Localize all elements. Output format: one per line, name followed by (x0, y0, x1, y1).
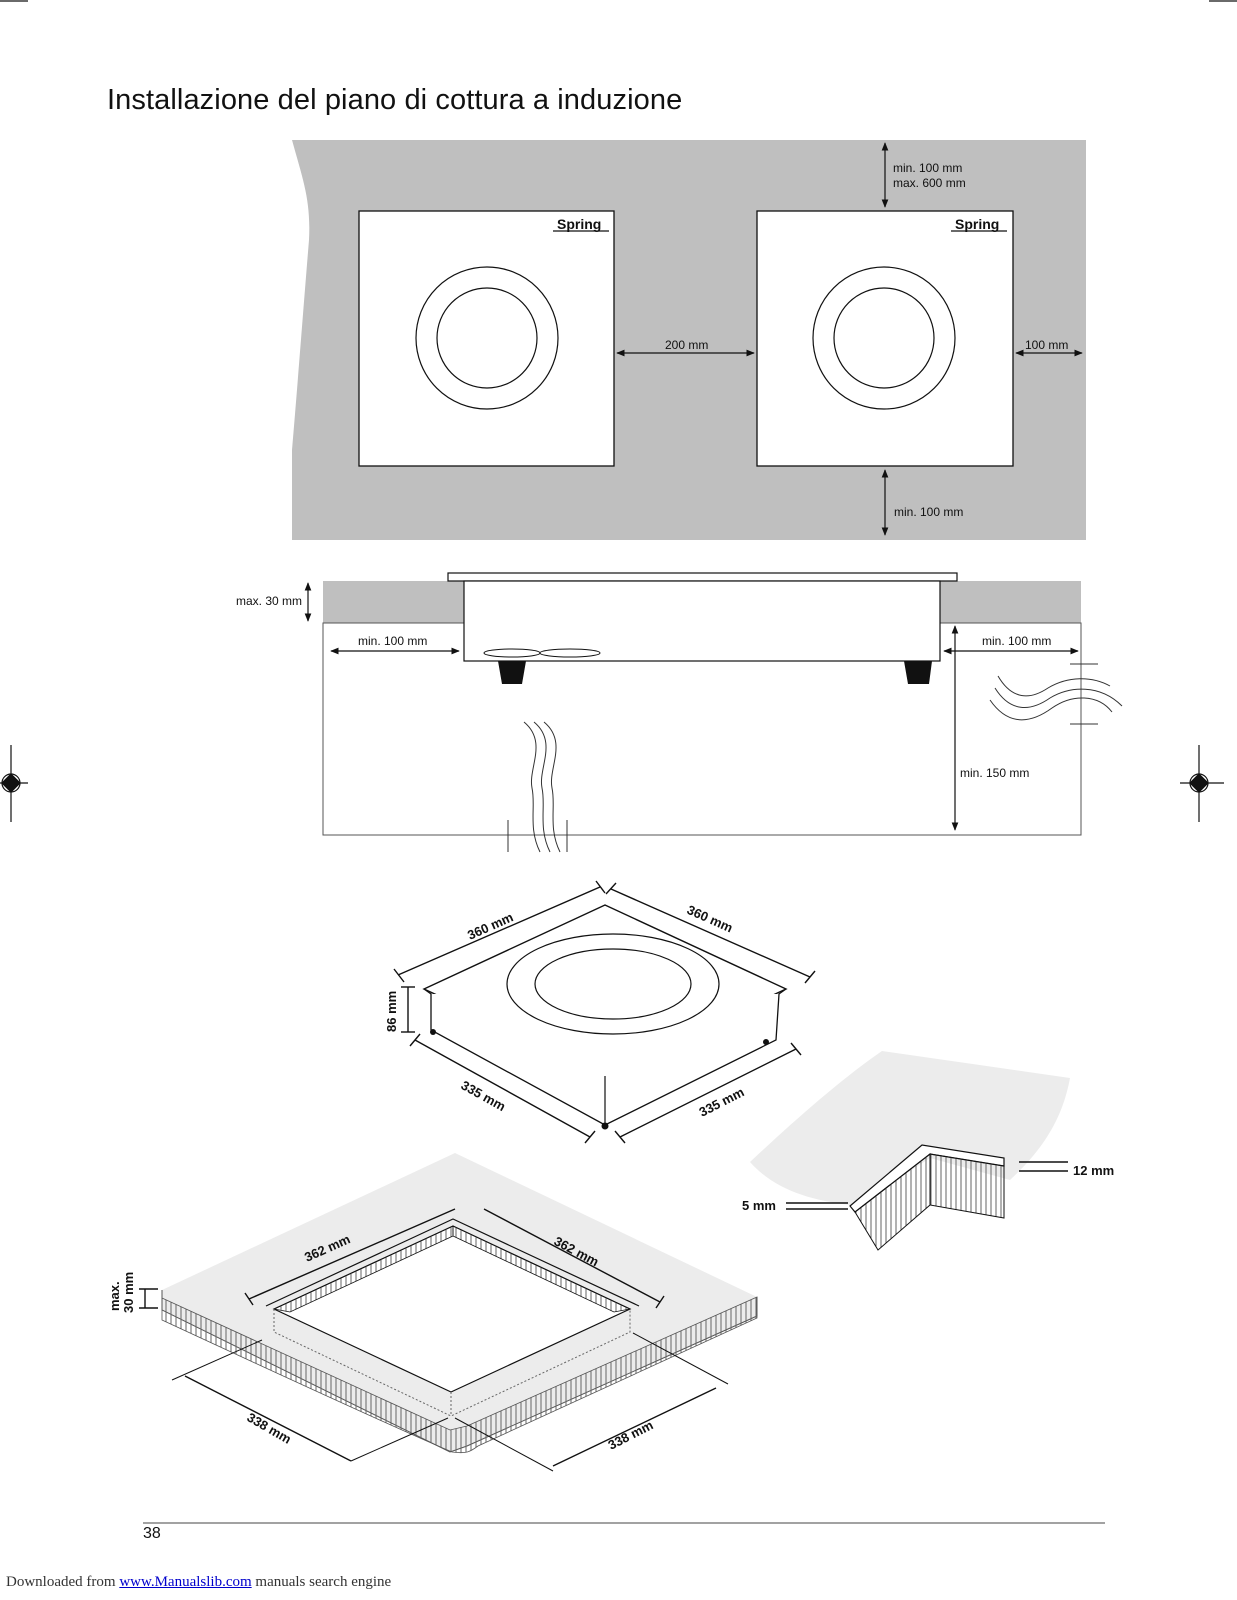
section-left-min-label: min. 100 mm (358, 634, 427, 648)
gap-200-label: 200 mm (665, 338, 708, 352)
top-view-diagram: Spring Spring 200 mm 100 mm min. 100 mm … (292, 140, 1086, 540)
bottom-min-label: min. 100 mm (894, 505, 963, 519)
unit-isometric-diagram: 360 mm 360 mm 86 mm 335 mm 335 mm (384, 880, 816, 1144)
footer-suffix: manuals search engine (251, 1574, 392, 1590)
cutout-30-label: 30 mm (121, 1272, 136, 1313)
unit-bottom-left-label: 335 mm (459, 1078, 509, 1115)
brand-logo-right: Spring (955, 216, 999, 232)
brand-logo-left: Spring (557, 216, 601, 232)
unit-top-left-label: 360 mm (465, 909, 515, 942)
cutout-inner-right-label: 338 mm (606, 1417, 656, 1452)
section-depth-label: min. 150 mm (960, 766, 1029, 780)
top-max-label: max. 600 mm (893, 176, 966, 190)
cutout-max-label: max. (107, 1281, 122, 1311)
unit-top-right-label: 360 mm (685, 902, 735, 935)
manualslib-link[interactable]: www.Manualslib.com (119, 1574, 252, 1590)
cooktop-right: Spring (756, 210, 1014, 467)
section-view-diagram: max. 30 mm min. 100 mm min. 100 mm min. … (236, 572, 1123, 853)
airflow-in-icon (507, 721, 568, 853)
registration-mark-left-icon (0, 745, 28, 822)
cooktop-left: Spring (358, 210, 615, 467)
frame-detail-diagram: 12 mm 5 mm (742, 1051, 1114, 1251)
cutout-isometric-diagram: 362 mm 362 mm max. 30 mm 338 mm 338 mm (107, 1153, 758, 1472)
top-min-label: min. 100 mm (893, 161, 962, 175)
unit-bottom-right-label: 335 mm (697, 1084, 747, 1119)
section-right-min-label: min. 100 mm (982, 634, 1051, 648)
page-number: 38 (143, 1525, 161, 1542)
rim-12-label: 12 mm (1073, 1163, 1114, 1178)
side-100-label: 100 mm (1025, 338, 1068, 352)
download-footer: Downloaded from www.Manualslib.com manua… (6, 1574, 391, 1591)
airflow-out-icon (989, 663, 1123, 725)
max-30-label: max. 30 mm (236, 594, 302, 608)
page-title: Installazione del piano di cottura a ind… (107, 84, 683, 116)
registration-mark-right-icon (1180, 745, 1224, 822)
footer-prefix: Downloaded from (6, 1574, 120, 1590)
edge-5-label: 5 mm (742, 1198, 776, 1213)
unit-height-label: 86 mm (384, 991, 399, 1032)
